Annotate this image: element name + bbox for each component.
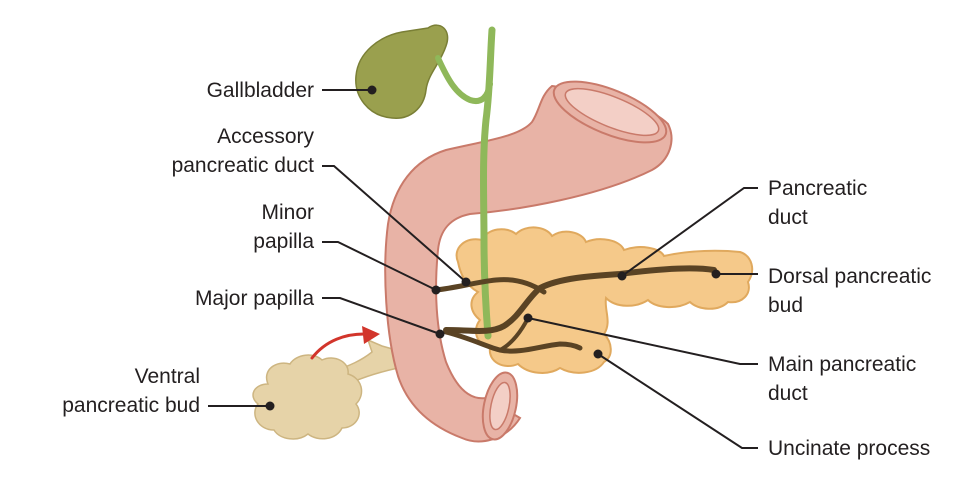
label-major-papilla: Major papilla — [195, 284, 314, 313]
dot-gallbladder — [367, 85, 377, 95]
ventral-duct — [443, 329, 583, 354]
label-ventral-bud: Ventral pancreatic bud — [62, 362, 200, 420]
leader-uncinate — [597, 353, 758, 449]
label-pancreatic-duct-line1: Pancreatic — [768, 177, 868, 200]
label-uncinate-text: Uncinate process — [768, 437, 931, 460]
label-pancreatic-duct-line2: duct — [768, 206, 808, 229]
label-dorsal-bud-line1: Dorsal pancreatic — [768, 265, 932, 288]
label-accessory-duct-line2: pancreatic duct — [171, 154, 314, 177]
label-ventral-bud-line2: pancreatic bud — [62, 394, 200, 417]
label-pancreatic-duct: Pancreatic duct — [768, 174, 867, 232]
label-uncinate: Uncinate process — [768, 434, 930, 463]
label-minor-papilla-line2: papilla — [253, 230, 314, 253]
label-main-duct-line2: duct — [768, 382, 808, 405]
dorsal-pancreatic-bud — [455, 226, 754, 374]
dot-dorsal-bud — [711, 269, 721, 279]
main-pancreatic-duct — [443, 265, 717, 334]
label-minor-papilla: Minor papilla — [253, 198, 314, 256]
accessory-pancreatic-duct — [433, 277, 547, 295]
dot-ventral-bud — [265, 401, 275, 411]
gallbladder — [355, 24, 449, 119]
label-dorsal-bud: Dorsal pancreatic bud — [768, 262, 931, 320]
leader-minor-papilla — [322, 241, 437, 291]
dot-accessory-duct — [461, 277, 471, 287]
rotation-arrow — [310, 332, 366, 360]
label-ventral-bud-line1: Ventral — [134, 365, 200, 388]
label-gallbladder: Gallbladder — [207, 76, 314, 105]
dot-uncinate — [593, 349, 603, 359]
dot-pancreatic-duct — [617, 271, 627, 281]
dot-minor-papilla — [431, 285, 441, 295]
dot-major-papilla — [435, 329, 445, 339]
label-main-duct: Main pancreatic duct — [768, 350, 916, 408]
label-accessory-duct-line1: Accessory — [217, 125, 314, 148]
leader-accessory-duct — [322, 165, 467, 283]
leader-lines — [208, 89, 758, 449]
label-main-duct-line1: Main pancreatic — [768, 353, 917, 376]
ventral-pancreatic-bud — [252, 354, 363, 440]
leader-major-papilla — [322, 297, 441, 335]
leader-main-duct — [527, 317, 758, 365]
leader-dots — [265, 85, 721, 411]
label-dorsal-bud-line2: bud — [768, 294, 804, 317]
duodenum-lumen-bottom — [489, 381, 511, 431]
label-minor-papilla-line1: Minor — [261, 201, 314, 224]
cystic-duct — [435, 55, 493, 104]
label-major-papilla-text: Major papilla — [194, 287, 314, 310]
rotation-arrow-head — [362, 326, 380, 344]
duodenum-lumen-top — [564, 87, 660, 137]
label-accessory-duct: Accessory pancreatic duct — [172, 122, 314, 180]
label-gallbladder-text: Gallbladder — [206, 79, 314, 102]
common-bile-duct — [480, 26, 496, 340]
dot-main-duct — [523, 313, 533, 323]
leader-pancreatic-duct — [621, 187, 758, 277]
